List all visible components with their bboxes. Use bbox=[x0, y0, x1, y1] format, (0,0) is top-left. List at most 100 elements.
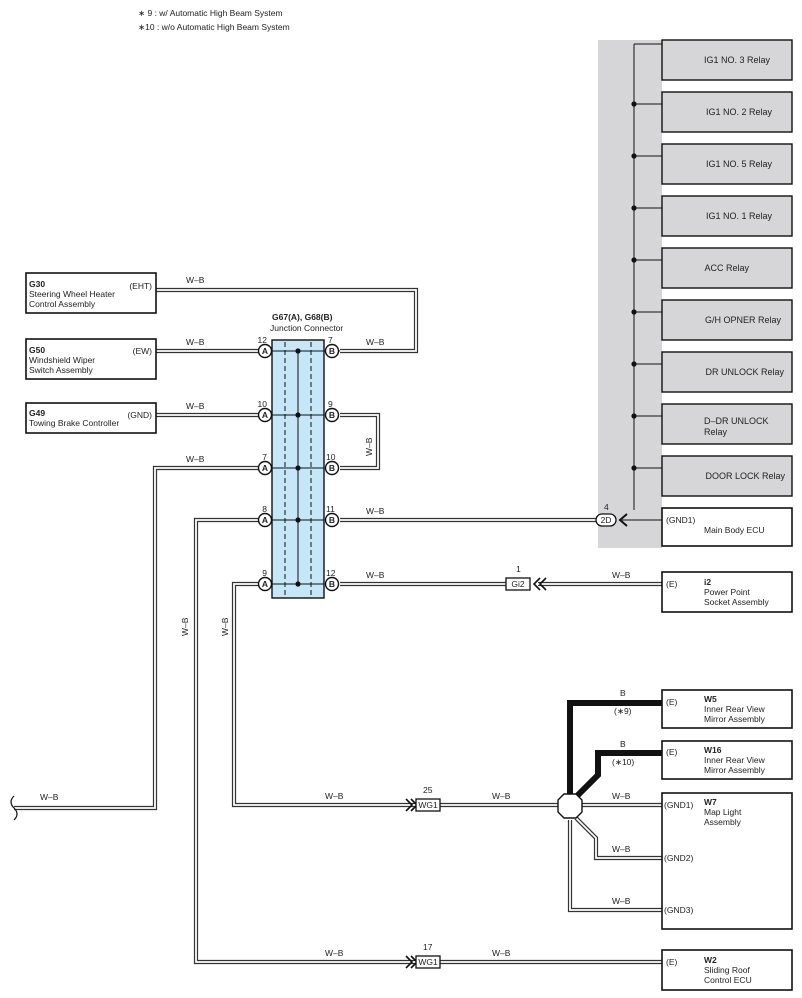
pin-letter: A bbox=[262, 346, 268, 356]
wire-label: W–B bbox=[612, 844, 631, 854]
wire-label: W–B bbox=[364, 437, 374, 456]
relay-label: G/H OPNER Relay bbox=[705, 315, 782, 325]
connector-number: 25 bbox=[423, 785, 433, 795]
component-terminal: (GND1) bbox=[664, 800, 693, 810]
wire-label: W–B bbox=[325, 948, 344, 958]
component-name-line2: Switch Assembly bbox=[29, 365, 94, 375]
wire-to-w16 bbox=[573, 750, 662, 800]
pin-number: 9 bbox=[328, 399, 333, 409]
pin-number: 7 bbox=[328, 335, 333, 345]
w5-component-box bbox=[661, 689, 793, 729]
wire-label: W–B bbox=[612, 896, 631, 906]
wire-label: W–B bbox=[186, 275, 205, 285]
relay-box-door-lock bbox=[661, 455, 793, 497]
main-body-ecu-box bbox=[661, 507, 793, 547]
relay-label: IG1 NO. 2 Relay bbox=[706, 107, 773, 117]
junction-pins-a: 12 A 10 A 7 A 8 A 9 A bbox=[257, 335, 273, 592]
component-code: i2 bbox=[704, 577, 711, 587]
pin-circle bbox=[257, 343, 273, 359]
connector-label: WG1 bbox=[418, 800, 438, 810]
relay-area-shade bbox=[598, 40, 662, 548]
wire-label: B bbox=[620, 688, 626, 698]
wire-label: W–B bbox=[366, 506, 385, 516]
junction-subtitle: Junction Connector bbox=[270, 323, 343, 333]
component-code: G50 bbox=[29, 345, 45, 355]
pin-circle bbox=[257, 460, 273, 476]
wire-label: W–B bbox=[366, 570, 385, 580]
component-code: W7 bbox=[704, 797, 717, 807]
component-name-line2: Mirror Assembly bbox=[704, 714, 766, 724]
connector-wg1-17 bbox=[415, 955, 441, 969]
w7-component-box bbox=[661, 792, 793, 930]
component-terminal: (E) bbox=[666, 579, 678, 589]
pin-letter: B bbox=[329, 346, 335, 356]
component-name-line2: Socket Assembly bbox=[704, 597, 769, 607]
w16-component-box bbox=[661, 740, 793, 780]
component-code: W5 bbox=[704, 694, 717, 704]
component-name-line2: Mirror Assembly bbox=[704, 765, 766, 775]
component-name-line1: Inner Rear View bbox=[704, 704, 766, 714]
connector-label: WG1 bbox=[418, 957, 438, 967]
relay-box-d-dr-unlock bbox=[661, 403, 793, 445]
variant-note: (∗10) bbox=[612, 757, 634, 767]
pin-number: 11 bbox=[326, 504, 335, 514]
pin-number: 12 bbox=[258, 335, 268, 345]
wire-break-symbol bbox=[10, 795, 18, 821]
g50-component-box bbox=[25, 338, 157, 380]
component-code: W16 bbox=[704, 745, 722, 755]
pin-letter: B bbox=[329, 579, 335, 589]
connector-gi2 bbox=[505, 577, 531, 591]
junction-internal-lines bbox=[258, 342, 340, 596]
relay-label: D–DR UNLOCK bbox=[704, 416, 769, 426]
component-code: W2 bbox=[704, 955, 717, 965]
note-9: ∗ 9 : w/ Automatic High Beam System bbox=[138, 8, 283, 18]
note-10: ∗10 : w/o Automatic High Beam System bbox=[138, 22, 290, 32]
pin-letter: A bbox=[262, 579, 268, 589]
pin-circle bbox=[324, 460, 340, 476]
component-terminal: (GND3) bbox=[664, 905, 693, 915]
component-name-line2: Control Assembly bbox=[29, 299, 96, 309]
component-terminal: (GND2) bbox=[664, 853, 693, 863]
component-terminal: (EW) bbox=[133, 346, 153, 356]
connector-number: 4 bbox=[604, 502, 609, 512]
wire-label: W–B bbox=[492, 791, 511, 801]
pin-letter: A bbox=[262, 515, 268, 525]
component-terminal: (E) bbox=[666, 697, 678, 707]
relay-label: IG1 NO. 3 Relay bbox=[704, 55, 771, 65]
component-name-line1: Sliding Roof bbox=[704, 965, 750, 975]
relay-label: IG1 NO. 5 Relay bbox=[706, 159, 773, 169]
pin-letter: A bbox=[262, 463, 268, 473]
pin-circle bbox=[324, 512, 340, 528]
pin-circle bbox=[257, 512, 273, 528]
relay-box-ig1-no3 bbox=[661, 39, 793, 81]
component-code: G49 bbox=[29, 408, 45, 418]
g49-component-box bbox=[25, 402, 157, 434]
variant-note: (∗9) bbox=[614, 706, 632, 716]
pin-number: 10 bbox=[326, 452, 336, 462]
pin-circle bbox=[257, 407, 273, 423]
pin-number: 12 bbox=[326, 568, 336, 578]
component-name-line1: Power Point bbox=[704, 587, 750, 597]
connector-label: Gi2 bbox=[511, 579, 525, 589]
component-name-line2: Assembly bbox=[704, 817, 742, 827]
component-name-line1: Inner Rear View bbox=[704, 755, 766, 765]
component-terminal: (E) bbox=[666, 747, 678, 757]
relay-box-ig1-no1 bbox=[661, 195, 793, 237]
component-name-line1: Steering Wheel Heater bbox=[29, 289, 115, 299]
component-terminal: (E) bbox=[666, 957, 678, 967]
connector-arrow bbox=[618, 513, 628, 527]
connector-2d bbox=[595, 513, 617, 527]
relay-label: DR UNLOCK Relay bbox=[705, 367, 784, 377]
wire-label: W–B bbox=[186, 401, 205, 411]
component-code: G30 bbox=[29, 279, 45, 289]
pin-number: 7 bbox=[262, 452, 267, 462]
wire-label: W–B bbox=[180, 617, 190, 636]
junction-title: G67(A), G68(B) bbox=[272, 312, 333, 322]
relay-label: DOOR LOCK Relay bbox=[705, 471, 785, 481]
pin-circle bbox=[324, 576, 340, 592]
connector-label: 2D bbox=[601, 515, 612, 525]
relay-box-dr-unlock bbox=[661, 351, 793, 393]
pin-letter: B bbox=[329, 515, 335, 525]
wire-label: W–B bbox=[186, 337, 205, 347]
